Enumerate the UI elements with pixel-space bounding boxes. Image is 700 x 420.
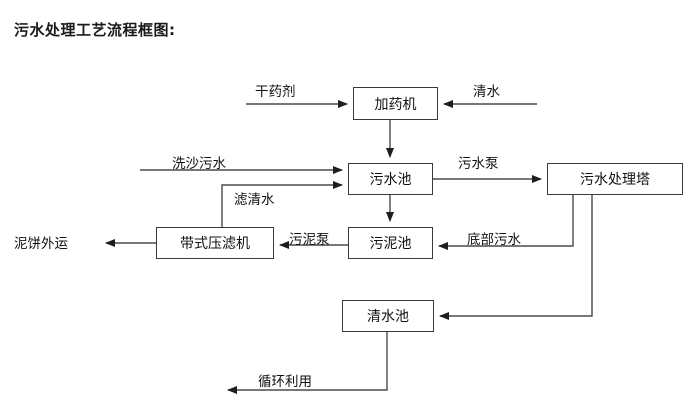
node-treatment-tower[interactable]: 污水处理塔: [547, 163, 683, 195]
node-label: 带式压滤机: [180, 236, 250, 252]
edge-label-dry-agent: 干药剂: [255, 84, 296, 100]
edge-label-sludge-pump: 污泥泵: [289, 232, 330, 248]
node-dosing-machine[interactable]: 加药机: [353, 87, 438, 120]
edge-label-clean-water: 清水: [473, 84, 500, 100]
node-label: 清水池: [367, 309, 409, 325]
edge-label-recycle-use: 循环利用: [258, 374, 312, 390]
node-label: 加药机: [374, 96, 417, 113]
node-label: 污泥池: [369, 236, 412, 252]
edge-label-bottom-sewage: 底部污水: [467, 232, 521, 248]
edge-clean-pool-to-recycle: [227, 332, 388, 394]
node-sludge-pool[interactable]: 污泥池: [348, 227, 433, 259]
page-title: 污水处理工艺流程框图:: [14, 21, 176, 39]
edge-label-filtrate-water: 滤清水: [234, 192, 275, 208]
node-clean-pool[interactable]: 清水池: [342, 300, 434, 332]
node-sewage-pool[interactable]: 污水池: [348, 163, 433, 195]
edge-bottom-sewage-to-sludge-pool: [438, 195, 574, 250]
terminal-label-mud-cake-export: 泥饼外运: [14, 236, 68, 252]
node-label: 污水池: [369, 172, 412, 188]
edge-label-sand-wash-sewage: 洗沙污水: [172, 156, 226, 172]
edge-filtrate-to-sewage-pool: [221, 181, 343, 227]
edge-tower-to-clean-pool: [439, 195, 593, 320]
edge-label-sewage-pump: 污水泵: [458, 156, 499, 172]
node-label: 污水处理塔: [580, 172, 650, 188]
node-belt-press[interactable]: 带式压滤机: [156, 227, 274, 259]
